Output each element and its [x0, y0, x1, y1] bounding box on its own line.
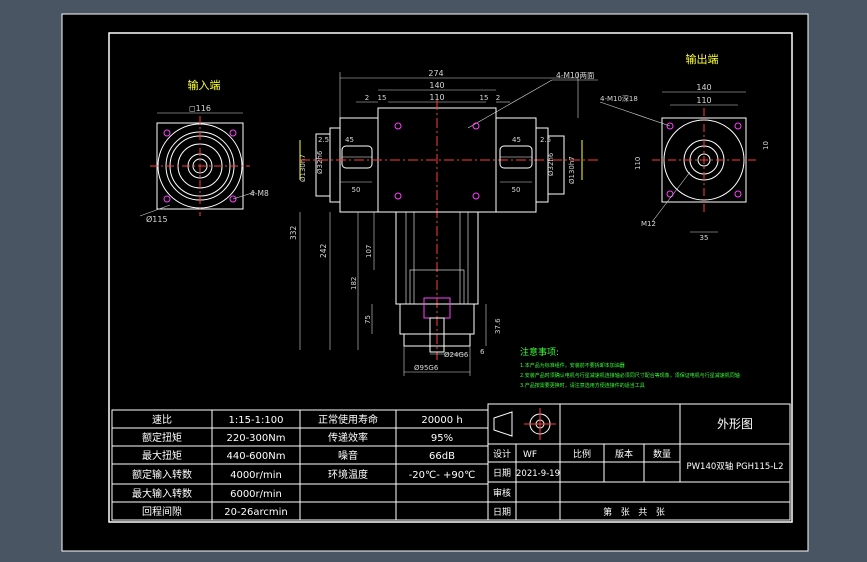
dim-107: 107	[365, 245, 373, 258]
output-end-title: 输出端	[686, 52, 719, 66]
dim-110: 110	[429, 93, 444, 102]
spec-label-backlash: 回程间隙	[142, 505, 182, 518]
spec-label-life: 正常使用寿命	[318, 413, 378, 426]
review-label: 审核	[493, 487, 511, 499]
dim-24: Ø24G6	[444, 351, 469, 359]
right-dim-45: 45	[512, 136, 521, 144]
spec-value-rated-speed: 4000r/min	[230, 470, 282, 481]
date-label: 日期	[493, 468, 511, 479]
output-flange	[661, 117, 747, 203]
spec-value-life: 20000 h	[421, 415, 462, 426]
scale-label: 比例	[573, 448, 591, 460]
holes-mid-label: 4-M10两面	[556, 71, 595, 80]
dim-274: 274	[428, 69, 443, 78]
spec-value-noise: 66dB	[429, 451, 455, 462]
note-line-1: 1.本产品为标准组件，安装前不要拆卸本加油器	[520, 362, 625, 369]
date-value: 2021-9-19	[516, 469, 560, 479]
input-holes-label: 4-M8	[250, 189, 269, 198]
note-line-3: 3.产品按需要更换时，请注意选用方便连接件的适当工具	[520, 382, 645, 389]
dim-2-right: 2	[496, 94, 500, 102]
out-dim-110-vert: 110	[634, 157, 642, 170]
left-dim-130: Ø130h7	[299, 154, 307, 182]
notes-title: 注意事项:	[520, 346, 559, 358]
left-dim-45: 45	[345, 136, 354, 144]
input-dim-115: Ø115	[146, 214, 168, 224]
dim-15-left: 15	[378, 94, 387, 102]
dim-332: 332	[289, 225, 298, 240]
spec-label-rated-speed: 额定输入转数	[132, 468, 192, 481]
out-dim-140: 140	[696, 83, 711, 92]
note-line-2: 2.安装产品时须确认电机与行星减速机连接轴必须同尺寸配合等现象，须保证电机与行星…	[520, 372, 740, 379]
spec-table-text: 速比 1:15-1:100 正常使用寿命 20000 h 额定扭矩 220-30…	[132, 413, 475, 518]
left-dim-32: Ø32h6	[316, 150, 324, 174]
spec-value-max-torque: 440-600Nm	[226, 451, 285, 462]
sheet-count: 第 张 共 张	[603, 506, 665, 518]
dim-95: Ø95G6	[414, 364, 439, 372]
spec-value-efficiency: 95%	[431, 433, 453, 444]
left-dim-25: 2.5	[318, 136, 329, 144]
right-dim-50: 50	[512, 186, 521, 194]
right-dim-32: Ø32h6	[547, 152, 555, 176]
dim-140: 140	[429, 81, 444, 90]
spec-value-ratio: 1:15-1:100	[229, 415, 284, 426]
drawing-frame	[108, 32, 793, 523]
out-holes-label: 4-M10深18	[600, 94, 638, 103]
dim-242: 242	[319, 243, 328, 258]
spec-label-ratio: 速比	[152, 414, 172, 426]
input-end-title: 输入端	[188, 78, 221, 92]
version-label: 版本	[615, 448, 633, 460]
designer-value: WF	[523, 450, 537, 460]
drawing-title: 外形图	[717, 417, 753, 431]
technical-notes: 注意事项: 1.本产品为标准组件，安装前不要拆卸本加油器 2.安装产品时须确认电…	[520, 346, 740, 389]
out-dim-m12: M12	[641, 220, 656, 228]
input-end-view: 输入端 ◻116 Ø115 4-M8	[139, 78, 269, 224]
dim-2-left: 2	[365, 94, 369, 102]
projection-symbol	[493, 411, 513, 437]
spec-value-temperature: -20℃- +90℃	[409, 470, 476, 481]
title-block-text: 外形图 设计 WF 比例 版本 数量 PW140双轴 PGH115-L2 日期 …	[493, 417, 784, 518]
dim-15-right: 15	[480, 94, 489, 102]
dim-182: 182	[350, 277, 358, 290]
spec-value-rated-torque: 220-300Nm	[226, 433, 285, 444]
spec-label-max-torque: 最大扭矩	[142, 449, 182, 462]
spec-value-max-speed: 6000r/min	[230, 489, 282, 500]
input-dim-116: ◻116	[189, 104, 211, 113]
dim-75: 75	[364, 315, 372, 324]
qty-label: 数量	[653, 448, 671, 460]
model-name: PW140双轴 PGH115-L2	[687, 461, 784, 472]
left-dim-50: 50	[352, 186, 361, 194]
right-dim-130: Ø130h7	[568, 156, 576, 184]
spec-label-noise: 噪音	[338, 449, 358, 462]
main-front-view: 274 140 110 2 15 15 2 4-M10两面 2.5 45 50 …	[289, 69, 600, 376]
date-label-2: 日期	[493, 507, 511, 518]
title-block	[487, 403, 791, 521]
dim-6: 6	[480, 348, 485, 356]
spec-value-backlash: 20-26arcmin	[224, 507, 287, 518]
spec-label-rated-torque: 额定扭矩	[142, 431, 182, 444]
out-dim-10: 10	[762, 141, 770, 150]
right-dim-25: 2.5	[540, 136, 551, 144]
design-label: 设计	[493, 448, 511, 460]
out-dim-110: 110	[696, 96, 711, 105]
spec-table	[111, 409, 489, 521]
spec-label-efficiency: 传递效率	[328, 431, 368, 444]
output-end-view: 输出端 140 110 4-M10深18 10 110 M12 35	[599, 52, 770, 242]
spec-label-max-speed: 最大输入转数	[132, 487, 192, 500]
dim-37-6: 37.6	[494, 318, 502, 334]
out-dim-35: 35	[700, 234, 709, 242]
spec-label-temperature: 环境温度	[328, 468, 368, 481]
drawing-sheet	[61, 13, 809, 552]
